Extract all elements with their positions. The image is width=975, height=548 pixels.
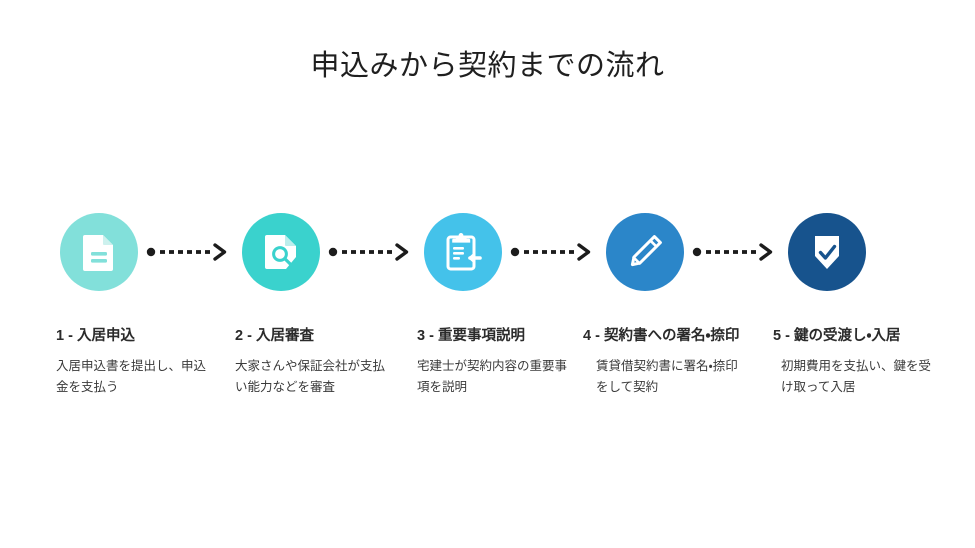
step-3-circle <box>424 213 502 291</box>
document-search-icon <box>264 233 298 271</box>
flow-step-1[interactable] <box>60 213 138 291</box>
caption-step-2: 2 - 入居審査 大家さんや保証会社が支払い能力などを審査 <box>235 326 385 398</box>
caption-step-1: 1 - 入居申込 入居申込書を提出し、申込金を支払う <box>56 326 216 398</box>
step-1-circle <box>60 213 138 291</box>
clipboard-arrow-icon <box>444 232 482 272</box>
caption-body-5: 初期費用を支払い、鍵を受け取って入居 <box>781 359 932 394</box>
flow-step-2[interactable] <box>242 213 320 291</box>
dotted-arrow-right-icon-2 <box>328 243 414 261</box>
step-5-circle <box>788 213 866 291</box>
flow-step-5[interactable] <box>788 213 866 291</box>
flow-step-3[interactable] <box>424 213 502 291</box>
caption-heading-5: 5 - 鍵の受渡し・入居 <box>773 328 901 344</box>
document-icon <box>82 233 116 271</box>
caption-body-3: 宅建士が契約内容の重要事項を説明 <box>417 359 568 394</box>
caption-body-1: 入居申込書を提出し、申込金を支払う <box>56 359 207 394</box>
step-2-circle <box>242 213 320 291</box>
step-captions: 1 - 入居申込 入居申込書を提出し、申込金を支払う 2 - 入居審査 大家さん… <box>0 326 975 436</box>
caption-step-4: 4 - 契約書への署名・捺印 賃貸借契約書に署名・捺印をして契約 <box>583 326 748 398</box>
dotted-arrow-right-icon-4 <box>692 243 778 261</box>
shield-check-icon <box>810 232 844 272</box>
step-4-circle <box>606 213 684 291</box>
caption-heading-4: 4 - 契約書への署名・捺印 <box>583 328 740 344</box>
caption-heading-1: 1 - 入居申込 <box>56 328 135 344</box>
caption-heading-2: 2 - 入居審査 <box>235 328 314 344</box>
caption-heading-3: 3 - 重要事項説明 <box>417 328 525 344</box>
dotted-arrow-right-icon-3 <box>510 243 596 261</box>
flow-step-4[interactable] <box>606 213 684 291</box>
caption-body-4: 賃貸借契約書に署名・捺印をして契約 <box>596 359 738 394</box>
caption-body-2: 大家さんや保証会社が支払い能力などを審査 <box>235 359 386 394</box>
dotted-arrow-right-icon-1 <box>146 243 232 261</box>
caption-step-3: 3 - 重要事項説明 宅建士が契約内容の重要事項を説明 <box>417 326 567 398</box>
process-flow-row <box>60 213 915 293</box>
caption-step-5: 5 - 鍵の受渡し・入居 初期費用を支払い、鍵を受け取って入居 <box>773 326 933 398</box>
pencil-icon <box>625 232 665 272</box>
page-title: 申込みから契約までの流れ <box>310 50 665 82</box>
